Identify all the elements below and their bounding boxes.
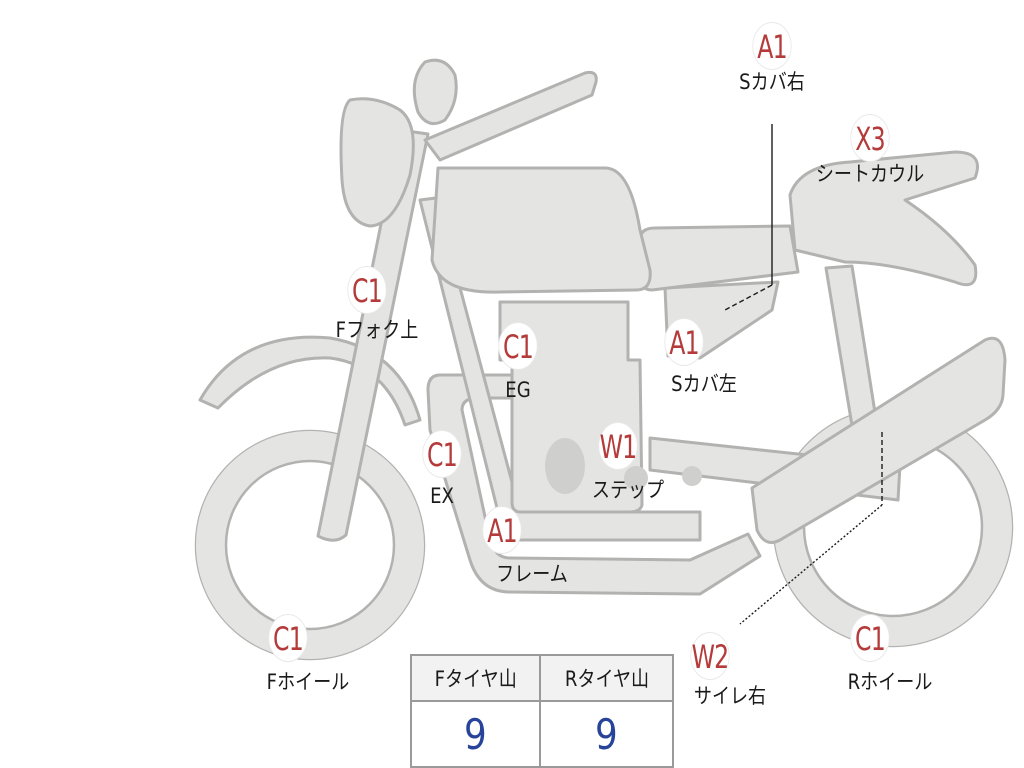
callout-code: X3 — [850, 114, 890, 162]
callout-rear-wheel: C1 Rホイール — [838, 614, 932, 694]
callout-code: C1 — [850, 614, 890, 662]
callout-side-cover-right: A1 Sカバ右 — [739, 22, 805, 94]
callout-front-fork-upper: C1 Fフォク上 — [335, 266, 418, 342]
callout-seat-cowl: X3 シートカウル — [816, 114, 924, 186]
tire-tread-table: Fタイヤ山 Rタイヤ山 9 9 — [409, 654, 674, 768]
callout-code: W1 — [598, 422, 638, 470]
step-left — [624, 466, 648, 490]
callout-label: サイレ右 — [693, 684, 767, 708]
callout-label: Fフォク上 — [335, 318, 419, 342]
callout-frame: A1 フレーム — [470, 506, 568, 586]
front-fork-shape — [316, 128, 430, 542]
mirror-shape — [412, 58, 458, 126]
front-tire-header: Fタイヤ山 — [409, 654, 542, 702]
callout-code: C1 — [422, 430, 462, 478]
callout-exhaust: C1 EX — [410, 430, 474, 508]
muffler-shape — [750, 336, 1007, 544]
callout-code: A1 — [664, 318, 704, 366]
step-right — [682, 466, 702, 486]
callout-side-cover-left: A1 Sカバ左 — [652, 318, 737, 396]
callout-label: Fホイール — [266, 670, 350, 694]
callout-code: A1 — [482, 506, 522, 554]
seat-cowl-shape — [788, 150, 979, 287]
leader-line-side-cover-dash — [724, 284, 773, 311]
headlight-shape — [339, 97, 415, 228]
callout-label: EG — [505, 378, 531, 402]
callout-code: C1 — [347, 266, 387, 314]
callout-label: EX — [430, 484, 454, 508]
leader-line-muffler — [739, 504, 883, 625]
engine-cover — [545, 438, 585, 494]
front-wheel — [196, 431, 424, 659]
front-fender-shape — [198, 335, 422, 427]
fuel-tank-shape — [430, 166, 652, 294]
callout-label: Rホイール — [847, 670, 933, 694]
front-wheel-inner — [224, 459, 396, 631]
callout-engine: C1 EG — [486, 322, 550, 402]
callout-label: Sカバ右 — [739, 70, 805, 94]
callout-label: フレーム — [496, 562, 568, 586]
frame-lower-shape — [426, 373, 762, 596]
callout-label: ステップ — [591, 478, 665, 502]
callout-code: C1 — [498, 322, 538, 370]
callout-code: A1 — [752, 22, 792, 70]
seat-shape — [638, 224, 800, 292]
rear-tire-value: 9 — [539, 700, 674, 768]
rear-tire-header: Rタイヤ山 — [539, 654, 674, 702]
handlebar-shape — [423, 70, 598, 162]
callout-muffler-right: W2 サイレ右 — [678, 632, 766, 708]
callout-code: C1 — [268, 614, 308, 662]
callout-front-wheel: C1 Fホイール — [256, 614, 349, 694]
callout-label: Sカバ左 — [671, 372, 737, 396]
front-tire-value: 9 — [409, 700, 542, 768]
callout-step: W1 ステップ — [586, 422, 664, 502]
callout-label: シートカウル — [815, 162, 925, 186]
callout-code: W2 — [690, 632, 730, 680]
